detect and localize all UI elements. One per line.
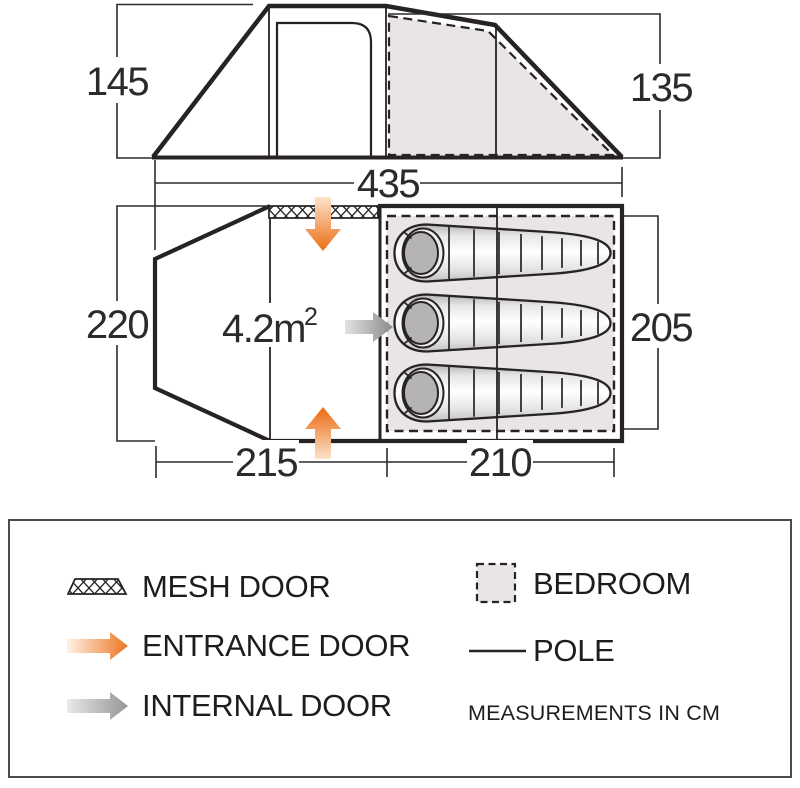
living-area-label: 4.2m 2 <box>218 303 320 351</box>
elevation-bedroom-shaded-area <box>389 16 613 155</box>
legend-item-pole: POLE <box>468 631 615 671</box>
living-length-label: 215 <box>235 441 297 485</box>
entrance-door-icon <box>57 630 142 662</box>
measurements-note: MEASUREMENTS IN CM <box>468 700 721 725</box>
legend-label-pole: POLE <box>533 633 615 668</box>
entrance-door-arrow-top <box>305 197 341 251</box>
bedroom-width-label: 205 <box>630 306 692 350</box>
height-right-label: 135 <box>630 66 692 110</box>
dimension-total-length: 435 <box>154 160 623 250</box>
legend-item-entrance-door: ENTRANCE DOOR <box>57 626 411 666</box>
internal-door-icon <box>57 690 142 722</box>
dimension-width-left: 220 <box>85 205 266 442</box>
width-left-label: 220 <box>86 303 148 347</box>
mesh-door-icon <box>57 576 142 598</box>
entrance-door-arrow-bottom <box>305 407 341 459</box>
height-left-label: 145 <box>86 60 148 104</box>
living-area-exponent: 2 <box>304 303 317 331</box>
total-length-label: 435 <box>357 162 419 206</box>
svg-text:4.2m 2: 4.2m 2 <box>222 303 317 351</box>
dimension-bedroom-width: 205 <box>623 215 694 430</box>
dimension-bottom-lengths: 215 210 <box>155 440 615 485</box>
legend-label-bedroom: BEDROOM <box>533 566 692 601</box>
legend-label-entrance-door: ENTRANCE DOOR <box>142 628 411 663</box>
tent-side-elevation: 145 135 435 <box>86 3 694 250</box>
legend-box: MESH DOOR ENTRANCE DOOR INTERNAL DOOR <box>8 519 792 778</box>
legend-item-bedroom: BEDROOM <box>475 562 692 606</box>
elevation-door-outline <box>275 21 373 157</box>
legend-item-internal-door: INTERNAL DOOR <box>57 686 392 726</box>
legend-label-mesh-door: MESH DOOR <box>142 569 331 604</box>
pole-icon <box>468 647 533 655</box>
bedroom-length-label: 210 <box>469 441 531 485</box>
dimension-height-left: 145 <box>86 3 253 159</box>
legend-label-internal-door: INTERNAL DOOR <box>142 688 392 723</box>
bedroom-icon <box>475 562 533 606</box>
elevation-bedroom-dashed-outline <box>387 14 616 157</box>
living-area-value: 4.2m <box>222 307 305 351</box>
tent-diagram-canvas: 145 135 435 <box>85 3 694 485</box>
legend-item-mesh-door: MESH DOOR <box>57 567 331 607</box>
legend-note: MEASUREMENTS IN CM <box>468 693 720 733</box>
elevation-tent-outline <box>151 3 624 159</box>
tent-floorplan: 4.2m 2 220 205 <box>85 197 694 485</box>
internal-door-arrow <box>345 312 393 342</box>
dimension-height-right: 135 <box>388 13 694 159</box>
